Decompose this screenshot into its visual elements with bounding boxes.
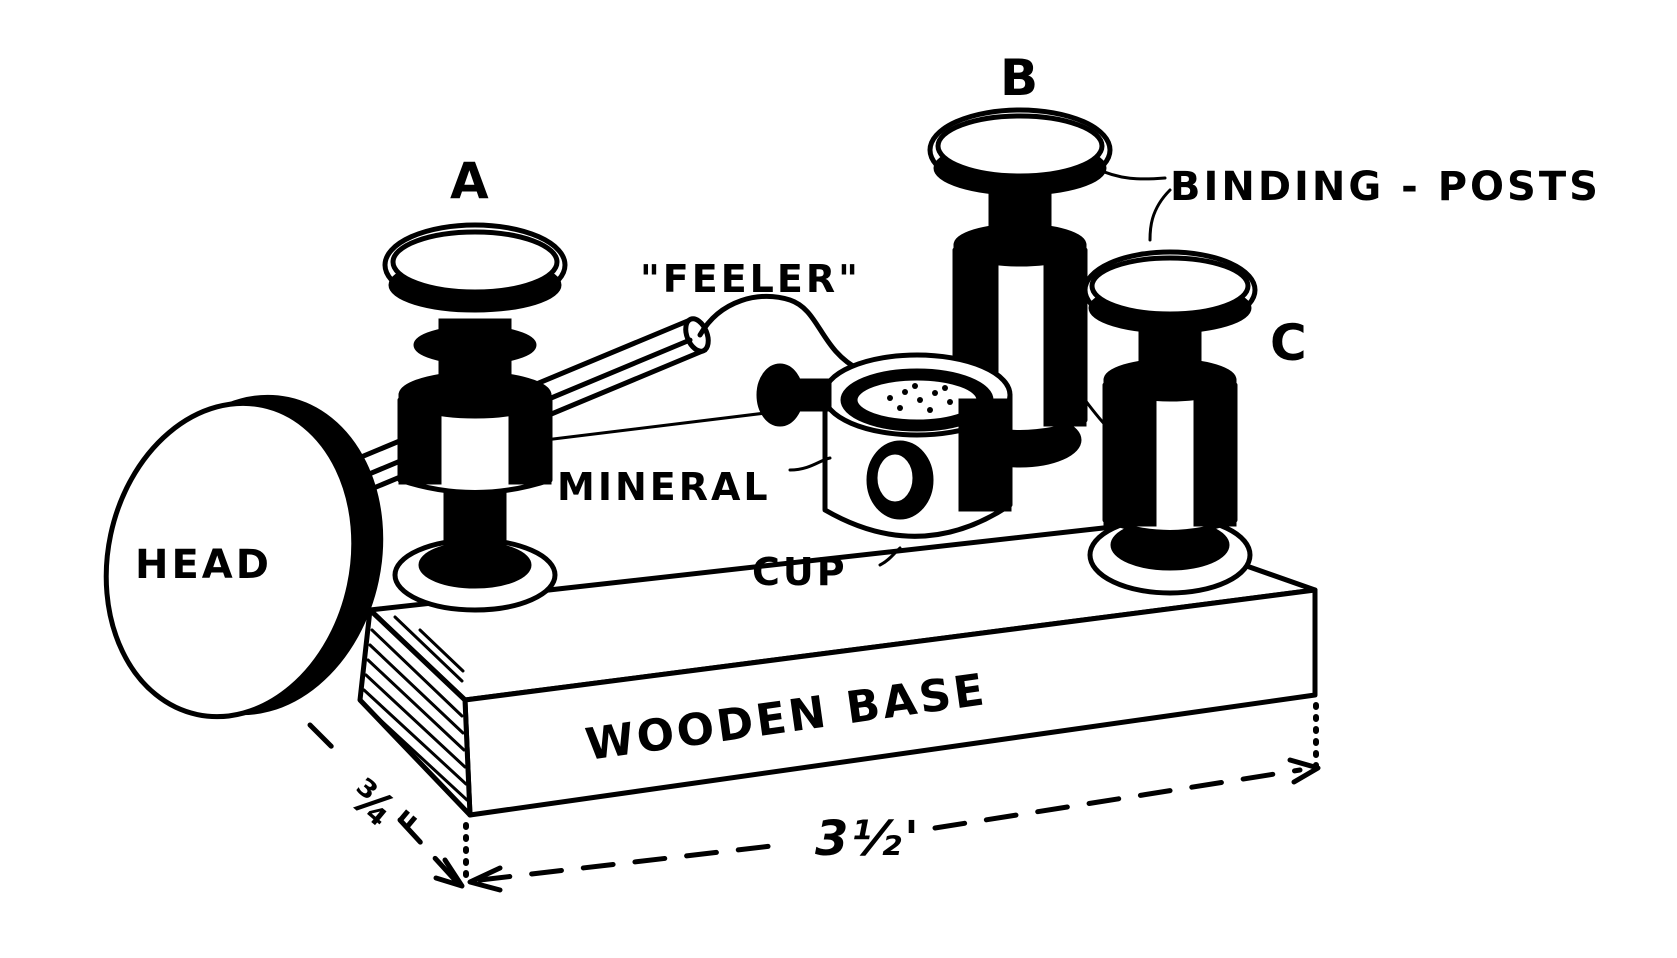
label-height-dimension: ¾" bbox=[338, 769, 428, 856]
label-post-b: B bbox=[1000, 49, 1041, 107]
label-head: HEAD bbox=[135, 542, 272, 588]
wire-a-to-cup bbox=[543, 408, 792, 442]
label-length-dimension: 3½' bbox=[815, 811, 922, 867]
label-post-c: C bbox=[1270, 314, 1310, 372]
mineral-dots bbox=[887, 383, 953, 413]
head-knob bbox=[103, 394, 384, 720]
base-side-hatching bbox=[362, 615, 469, 802]
mineral-cup bbox=[756, 352, 1013, 539]
leader-binding-posts-c bbox=[1148, 188, 1172, 242]
leader-mineral bbox=[788, 456, 832, 472]
label-binding-posts: BINDING - POSTS bbox=[1170, 164, 1601, 210]
wooden-base bbox=[357, 522, 1318, 818]
label-feeler: "FEELER" bbox=[640, 257, 861, 301]
leader-binding-posts-b bbox=[1093, 166, 1167, 181]
binding-post-b bbox=[927, 107, 1113, 468]
binding-post-a bbox=[382, 222, 568, 613]
label-cup: CUP bbox=[752, 550, 848, 594]
height-dimension bbox=[307, 722, 465, 889]
label-mineral: MINERAL bbox=[557, 465, 771, 509]
wire-b-to-c bbox=[1083, 398, 1112, 432]
binding-post-c bbox=[1082, 249, 1258, 596]
length-dimension bbox=[463, 702, 1321, 893]
label-post-a: A bbox=[450, 152, 492, 210]
leader-cup bbox=[878, 546, 902, 567]
